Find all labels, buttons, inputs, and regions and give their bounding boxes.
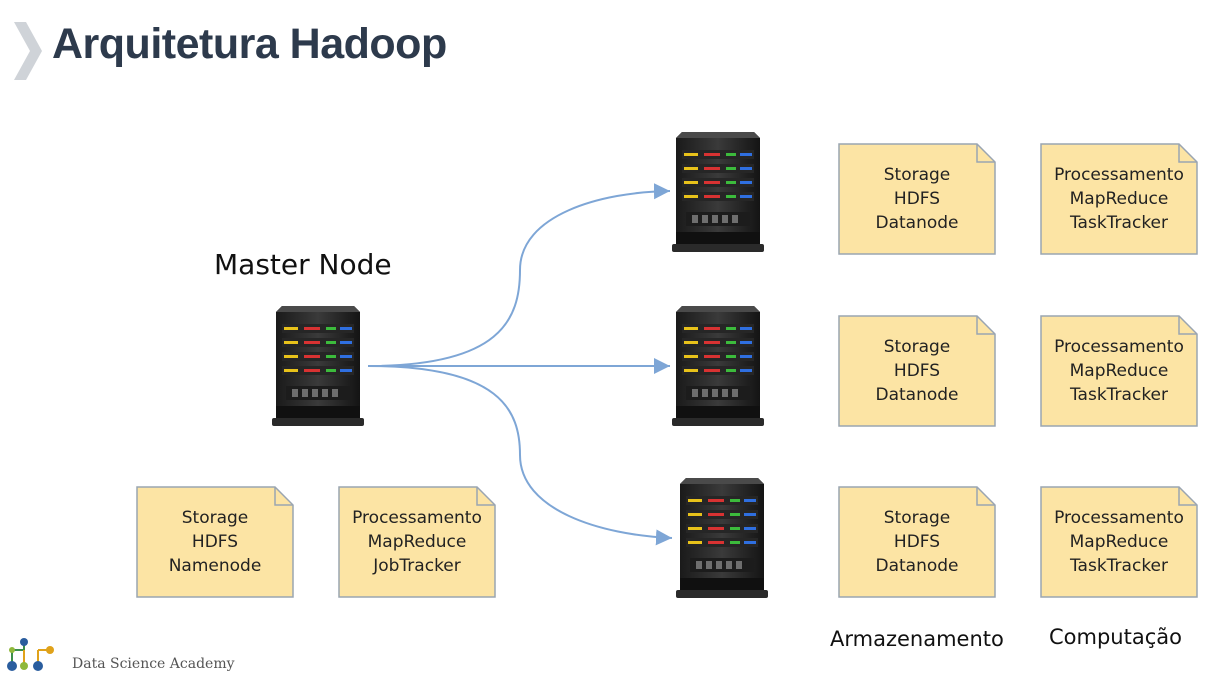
arrow-to-slave-1: [367, 183, 671, 367]
box-line: TaskTracker: [1069, 556, 1168, 576]
box-line: Storage: [181, 508, 249, 528]
logo-icon: [7, 638, 54, 671]
slave-server-icon: [668, 302, 768, 430]
jobtracker-box: Processamento MapReduce JobTracker: [338, 486, 496, 598]
box-line: JobTracker: [373, 556, 461, 576]
tasktracker-box-2: Processamento MapReduce TaskTracker: [1040, 315, 1198, 427]
box-line: Datanode: [875, 385, 959, 405]
box-line: Processamento: [1054, 165, 1184, 185]
box-line: Namenode: [168, 556, 262, 576]
tasktracker-box-1: Processamento MapReduce TaskTracker: [1040, 143, 1198, 255]
box-line: Storage: [883, 508, 951, 528]
box-line: MapReduce: [1069, 361, 1169, 381]
box-line: Datanode: [875, 213, 959, 233]
datanode-box-1: Storage HDFS Datanode: [838, 143, 996, 255]
master-node-label: Master Node: [214, 248, 392, 281]
box-line: MapReduce: [1069, 189, 1169, 209]
arrow-to-slave-3: [367, 365, 673, 546]
box-line: TaskTracker: [1069, 385, 1168, 405]
storage-column-label: Armazenamento: [830, 627, 1004, 651]
namenode-box: Storage HDFS Namenode: [136, 486, 294, 598]
box-line: Processamento: [1054, 337, 1184, 357]
box-line: HDFS: [893, 532, 941, 552]
box-line: Datanode: [875, 556, 959, 576]
tasktracker-box-3: Processamento MapReduce TaskTracker: [1040, 486, 1198, 598]
processing-column-label: Computação: [1049, 625, 1182, 649]
box-line: HDFS: [893, 361, 941, 381]
datanode-box-2: Storage HDFS Datanode: [838, 315, 996, 427]
box-line: MapReduce: [1069, 532, 1169, 552]
slave-server-icon: [672, 474, 772, 602]
datanode-box-3: Storage HDFS Datanode: [838, 486, 996, 598]
box-line: Storage: [883, 165, 951, 185]
box-line: TaskTracker: [1069, 213, 1168, 233]
slave-server-icon: [668, 128, 768, 256]
box-line: Storage: [883, 337, 951, 357]
box-line: HDFS: [191, 532, 239, 552]
master-server-icon: [268, 302, 368, 430]
box-line: MapReduce: [367, 532, 467, 552]
box-line: Processamento: [352, 508, 482, 528]
box-line: HDFS: [893, 189, 941, 209]
slide-title: Arquitetura Hadoop: [52, 20, 447, 68]
chevron-icon: [14, 22, 42, 80]
box-line: Processamento: [1054, 508, 1184, 528]
brand-name: Data Science Academy: [72, 656, 235, 672]
